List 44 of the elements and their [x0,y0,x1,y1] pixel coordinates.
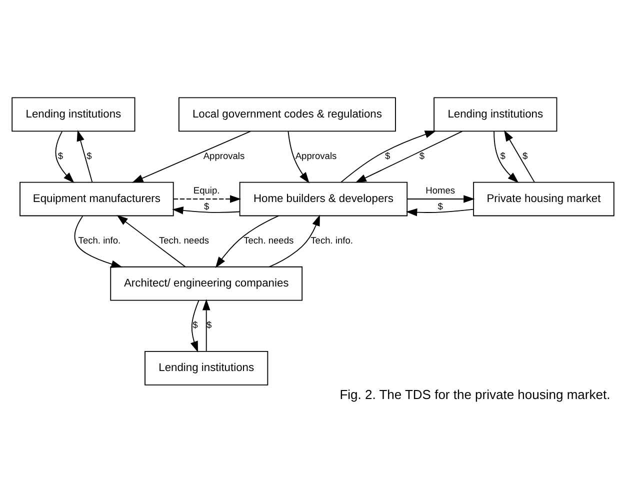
arrow [74,216,122,268]
edge-label: $ [419,151,425,162]
edge-label: $ [204,201,210,212]
arrow [504,130,535,183]
arrow [494,130,519,183]
node-box: Private housing market [473,182,614,216]
edge-label: $ [192,320,198,330]
edge-label: $ [86,151,92,162]
arrow [215,215,280,268]
node-box: Equipment manufacturers [20,182,174,216]
edge-label: Tech. needs [159,236,210,246]
arrow [116,215,186,268]
arrow [55,131,74,184]
edge-label: Homes [426,185,456,196]
node-box: Architect/ engineering companies [110,266,303,301]
arrow [406,195,475,203]
edge-label: Equip. [193,185,220,196]
node-box: Home builders & developers [239,182,408,216]
arrow [268,214,320,268]
caption: Fig. 2. The TDS for the private housing market. [340,387,610,402]
node-box: Local government codes & regulations [178,97,396,132]
edge-label: $ [522,151,528,162]
edge-label: Tech. info. [78,236,121,246]
arrow [288,130,310,184]
arrow [406,208,474,216]
edge-label: $ [58,151,64,162]
edge-label: $ [438,201,443,212]
node-box: Lending institutions [144,350,268,386]
arrow [132,130,251,183]
edge-label: Approvals [203,151,245,162]
edge-label: Approvals [295,151,337,162]
node-box: Lending institutions [434,97,558,132]
node-box: Lending institutions [12,97,136,132]
arrow [172,206,240,214]
edge-label: Tech. needs [244,236,294,246]
arrow [76,130,93,183]
arrow [190,300,200,352]
edge-label: $ [385,151,390,162]
arrow [355,130,463,183]
arrow [340,130,436,183]
edge-label: Tech. info. [310,236,353,246]
arrow [173,195,242,203]
edge-label: $ [500,151,506,162]
arrow [202,299,210,352]
